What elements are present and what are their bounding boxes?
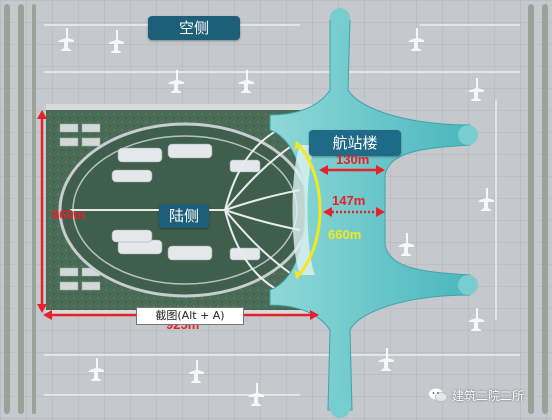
airside-label: 空侧 [148, 16, 240, 40]
runway-strips [4, 4, 548, 414]
terminal-label: 航站楼 [309, 130, 401, 156]
terminal-depth-b-label: 147m [332, 193, 366, 208]
watermark-text: 建筑二院二所 [452, 388, 525, 403]
wechat-icon [429, 388, 448, 402]
curb-arc [294, 140, 322, 280]
landside-label: 陆侧 [159, 204, 209, 228]
pier-tips [330, 8, 478, 418]
curb-arc-length-label: 660m [328, 227, 362, 242]
watermark: 建筑二院二所 [428, 385, 550, 405]
terminal-depth-a-label: 130m [336, 152, 370, 167]
landside-buildings [59, 123, 101, 291]
screenshot-tooltip: 截图(Alt + A) [136, 307, 244, 325]
landside-height-label: 660m [52, 207, 86, 222]
plaza-buildings [111, 143, 261, 261]
terminal-roof [269, 19, 471, 411]
parked-aircraft [58, 28, 494, 406]
